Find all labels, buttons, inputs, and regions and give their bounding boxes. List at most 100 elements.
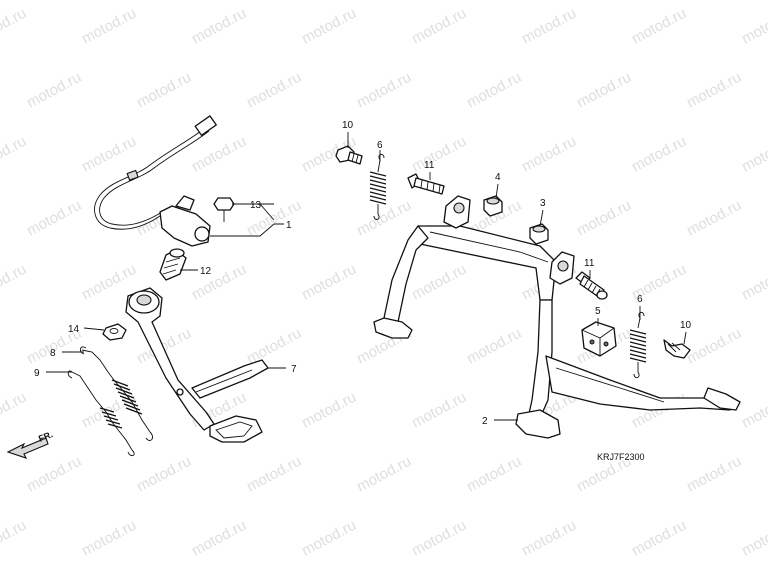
- label-11-lower: 11: [584, 258, 595, 269]
- watermark-text: motod.ru: [464, 453, 524, 496]
- label-3: 3: [540, 198, 546, 209]
- spring-6-lower: [629, 311, 647, 379]
- watermark-text: motod.ru: [244, 325, 304, 368]
- watermark-text: motod.ru: [134, 69, 194, 112]
- main-stand-right-foot: [515, 409, 561, 439]
- bolt-11-lower: [575, 271, 608, 300]
- label-6-lower: 6: [637, 294, 643, 305]
- direction-label: FR.: [37, 429, 54, 444]
- label-5: 5: [595, 306, 601, 317]
- watermark-text: motod.ru: [244, 453, 304, 496]
- watermark-text: motod.ru: [519, 5, 579, 48]
- watermark-text: motod.ru: [0, 5, 29, 48]
- main-stand-kick-arm: [545, 355, 731, 411]
- label-8: 8: [50, 348, 56, 359]
- watermark-text: motod.ru: [629, 5, 689, 48]
- label-2: 2: [482, 416, 488, 427]
- watermark-text: motod.ru: [299, 517, 359, 560]
- spring-9: [71, 371, 133, 451]
- label-13: 13: [250, 200, 262, 211]
- stopper-5: [581, 321, 617, 357]
- watermark-text: motod.ru: [354, 453, 414, 496]
- side-stand-springs: [67, 346, 153, 457]
- watermark-text: motod.ru: [299, 261, 359, 304]
- switch-boss: [194, 226, 210, 242]
- leader-lines: [46, 132, 687, 421]
- watermark-text: motod.ru: [0, 133, 29, 176]
- diagram-code: KRJ7F2300: [597, 452, 645, 462]
- label-10-upper: 10: [342, 120, 354, 131]
- spring-6-upper: [369, 153, 387, 221]
- watermark-text: motod.ru: [0, 389, 29, 432]
- watermark-text: motod.ru: [299, 5, 359, 48]
- side-stand-leg: [125, 287, 215, 431]
- watermark-text: motod.ru: [244, 69, 304, 112]
- watermark-text: motod.ru: [464, 69, 524, 112]
- watermark-text: motod.ru: [189, 5, 249, 48]
- watermark-text: motod.ru: [134, 453, 194, 496]
- watermark-text: motod.ru: [684, 453, 744, 496]
- watermark-text: motod.ru: [0, 261, 29, 304]
- watermark-text: motod.ru: [739, 133, 768, 176]
- watermark-text: motod.ru: [409, 389, 469, 432]
- label-9: 9: [34, 368, 40, 379]
- label-1: 1: [286, 220, 292, 231]
- wire-connector: [194, 115, 217, 136]
- collar-4: [483, 195, 503, 217]
- watermark-text: motod.ru: [79, 133, 139, 176]
- label-6-upper: 6: [377, 140, 383, 151]
- label-7: 7: [291, 364, 297, 375]
- watermark-text: motod.ru: [629, 517, 689, 560]
- leader-3: [539, 209, 544, 227]
- watermark-text: motod.ru: [299, 389, 359, 432]
- watermark-text: motod.ru: [574, 197, 634, 240]
- watermark-text: motod.ru: [464, 325, 524, 368]
- watermark-text: motod.ru: [409, 133, 469, 176]
- watermark-text: motod.ru: [684, 69, 744, 112]
- leader-1: [210, 223, 284, 237]
- pivot-bolt-12: [159, 248, 187, 281]
- watermark-text: motod.ru: [24, 453, 84, 496]
- side-stand-switch-assembly: [94, 115, 235, 247]
- leader-4: [495, 183, 499, 199]
- bolt-10-upper: [335, 145, 363, 165]
- bolt-11-upper: [407, 173, 445, 195]
- watermark-text: motod.ru: [519, 133, 579, 176]
- label-4: 4: [495, 172, 501, 183]
- watermark-text: motod.ru: [189, 517, 249, 560]
- watermark-text: motod.ru: [354, 69, 414, 112]
- wire-clip: [126, 169, 139, 181]
- nut-14: [102, 323, 127, 341]
- watermark-text: motod.ru: [409, 5, 469, 48]
- side-stand-foot: [209, 415, 263, 443]
- leader-14: [83, 327, 105, 331]
- watermark-text: motod.ru: [79, 5, 139, 48]
- label-14: 14: [68, 324, 80, 335]
- leader-1-13: [259, 203, 275, 221]
- switch-wire: [94, 127, 206, 230]
- watermark-text: motod.ru: [739, 5, 768, 48]
- front-direction-arrow: FR.: [6, 429, 54, 459]
- watermark-text: motod.ru: [409, 517, 469, 560]
- watermark-text: motod.ru: [24, 69, 84, 112]
- leader-10b: [683, 331, 687, 345]
- watermark-text: motod.ru: [739, 389, 768, 432]
- watermark-text: motod.ru: [574, 69, 634, 112]
- switch-wire-2: [99, 130, 210, 226]
- watermark-text: motod.ru: [0, 517, 29, 560]
- watermark-text: motod.ru: [684, 197, 744, 240]
- watermark-layer: motod.ru motod.ru motod.ru motod.ru motod.ru…: [0, 5, 768, 560]
- watermark-text: motod.ru: [739, 261, 768, 304]
- watermark-text: motod.ru: [739, 517, 768, 560]
- label-10-lower: 10: [680, 320, 692, 331]
- main-stand-left-leg: [383, 225, 429, 325]
- spring-8: [81, 349, 151, 433]
- side-stand-assembly: [102, 248, 269, 443]
- bolt-10-lower: [663, 339, 691, 359]
- label-11-upper: 11: [424, 160, 435, 171]
- part-labels: 13 1 12 14 8 9 7 2 10 6 11 4 3 11 5 6 10: [34, 120, 692, 427]
- bolt-13: [213, 197, 235, 222]
- label-12: 12: [200, 266, 212, 277]
